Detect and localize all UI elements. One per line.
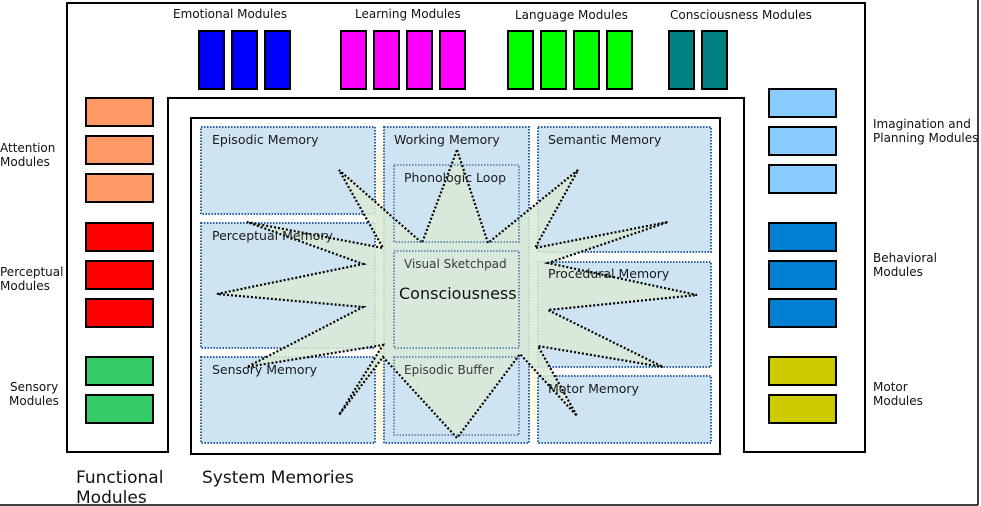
module-group-label: Modules [873, 394, 923, 408]
working-memory-subcomponents [393, 164, 520, 436]
functional-modules-title-line1: Functional [76, 468, 163, 488]
module-block[interactable] [668, 30, 695, 90]
module-group-label: Language Modules [515, 8, 628, 22]
module-block[interactable] [768, 394, 837, 424]
module-group-label: Emotional Modules [173, 7, 287, 21]
consciousness-label: Consciousness [399, 284, 517, 303]
module-block[interactable] [768, 164, 837, 194]
module-block[interactable] [198, 30, 225, 90]
module-group-label: Perceptual [0, 265, 63, 279]
module-block[interactable] [85, 260, 154, 290]
module-group-top: Emotional Modules [173, 7, 291, 90]
module-block[interactable] [85, 394, 154, 424]
module-group-top: Language Modules [507, 8, 633, 90]
module-block[interactable] [264, 30, 291, 90]
module-block[interactable] [340, 30, 367, 90]
module-group-label: Motor [873, 380, 908, 394]
module-block[interactable] [85, 222, 154, 252]
episodic-memory-label: Episodic Memory [212, 132, 319, 147]
module-block[interactable] [768, 88, 837, 118]
module-group-label: Modules [9, 394, 59, 408]
system-memories-title: System Memories [202, 468, 354, 488]
module-group-label: Sensory [10, 380, 58, 394]
module-block[interactable] [768, 126, 837, 156]
module-group-top: Learning Modules [340, 7, 466, 90]
semantic-memory-label: Semantic Memory [548, 132, 662, 147]
episodic-buffer-label: Episodic Buffer [404, 363, 494, 377]
phonologic-loop-box [393, 164, 520, 243]
module-block[interactable] [406, 30, 433, 90]
procedural-memory-label: Procedural Memory [548, 266, 670, 281]
module-block[interactable] [606, 30, 633, 90]
module-block[interactable] [373, 30, 400, 90]
sensory-memory-label: Sensory Memory [212, 362, 318, 377]
module-group-top: Consciousness Modules [668, 8, 812, 90]
module-group-label: Planning Modules [873, 131, 978, 145]
visual-sketchpad-label: Visual Sketchpad [404, 257, 507, 271]
module-group-label: Imagination and [873, 117, 971, 131]
module-block[interactable] [507, 30, 534, 90]
module-block[interactable] [85, 97, 154, 127]
perceptual-memory-label: Perceptual Memory [212, 228, 334, 243]
module-group-label: Attention [0, 141, 55, 155]
functional-modules-title-line2: Modules [76, 488, 147, 506]
module-block[interactable] [768, 222, 837, 252]
top-module-groups: Emotional Modules Learning Modules Languag… [173, 7, 812, 90]
module-block[interactable] [85, 135, 154, 165]
module-group-label: Behavioral [873, 251, 937, 265]
module-block[interactable] [85, 356, 154, 386]
phonologic-loop-label: Phonologic Loop [404, 170, 506, 185]
module-block[interactable] [768, 356, 837, 386]
working-memory-label: Working Memory [394, 132, 500, 147]
module-block[interactable] [231, 30, 258, 90]
module-block[interactable] [85, 298, 154, 328]
module-block[interactable] [768, 298, 837, 328]
module-group-label: Learning Modules [355, 7, 461, 21]
consciousness-starburst [216, 146, 698, 440]
module-group-label: Modules [873, 265, 923, 279]
episodic-buffer-box [393, 356, 520, 436]
motor-memory-label: Motor Memory [548, 381, 640, 396]
left-module-groups: AttentionModulesPerceptualModulesSensory… [0, 97, 154, 424]
module-group-label: Modules [0, 155, 50, 169]
module-block[interactable] [540, 30, 567, 90]
motor-memory-box [537, 375, 712, 444]
episodic-memory-box [200, 126, 376, 215]
module-block[interactable] [768, 260, 837, 290]
module-block[interactable] [85, 173, 154, 203]
module-block[interactable] [573, 30, 600, 90]
module-group-label: Consciousness Modules [670, 8, 812, 22]
module-block[interactable] [701, 30, 728, 90]
module-group-label: Modules [0, 279, 50, 293]
module-block[interactable] [439, 30, 466, 90]
